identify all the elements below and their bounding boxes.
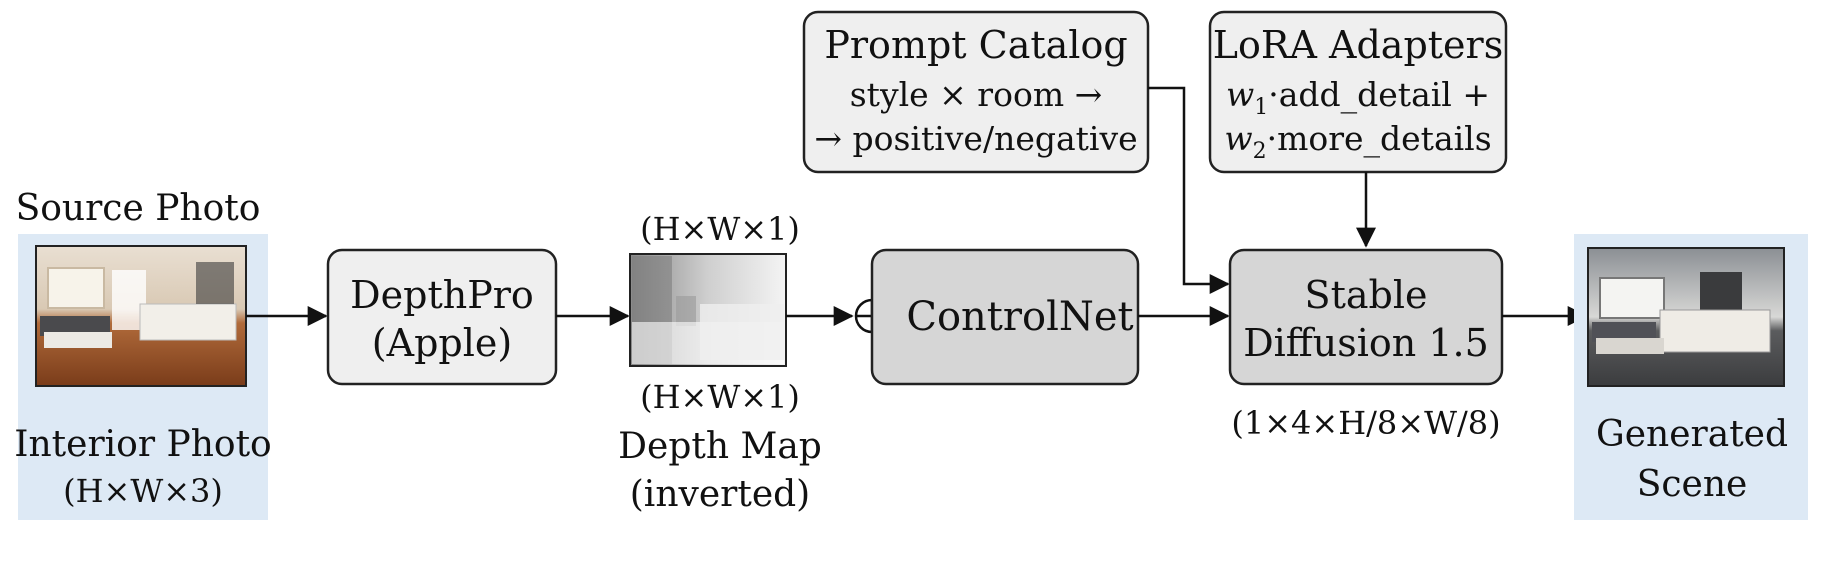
depthpro-line1: DepthPro — [350, 273, 534, 317]
source-title: Source Photo — [16, 188, 261, 229]
controlnet-box: ControlNet — [870, 248, 1140, 386]
depthpro-box: DepthPro (Apple) — [326, 248, 558, 386]
stable-diffusion-box: Stable Diffusion 1.5 (1×4×H/8×W/8) — [1228, 248, 1504, 442]
prompt-catalog-box: Prompt Catalog style × room → → positive… — [802, 10, 1150, 174]
lora-line2: w2·more_details — [1224, 119, 1491, 164]
lora-line1-rest: ·add_detail + — [1268, 75, 1490, 115]
generated-scene-image — [1587, 247, 1785, 387]
sd-shape: (1×4×H/8×W/8) — [1231, 404, 1500, 442]
prompt-catalog-line2: → positive/negative — [814, 119, 1137, 158]
sd-line2: Diffusion 1.5 — [1243, 321, 1489, 365]
depth-map-image — [629, 253, 787, 367]
source-caption-line2: (H×W×3) — [63, 472, 223, 510]
interior-photo-image — [35, 245, 247, 387]
output-caption-line1: Generated — [1596, 414, 1788, 455]
output-caption-line2: Scene — [1637, 464, 1748, 505]
prompt-catalog-line1: style × room → — [850, 75, 1103, 114]
source-panel: Source Photo Interior Photo (H×W×3) — [14, 188, 272, 520]
depth-shape-bottom: (H×W×1) — [640, 378, 800, 416]
lora-w2-sub: 2 — [1253, 139, 1267, 164]
output-panel: Generated Scene — [1574, 234, 1808, 520]
depth-map: (H×W×1) (H×W×1) Depth Map (inverted) — [618, 210, 822, 515]
source-caption-line1: Interior Photo — [14, 424, 271, 465]
controlnet-label: ControlNet — [906, 294, 1133, 340]
sd-line1: Stable — [1305, 273, 1428, 317]
lora-line2-rest: ·more_details — [1267, 119, 1492, 159]
arrow-prompt-to-sd — [1148, 86, 1230, 294]
lora-w1-sub: 1 — [1254, 95, 1268, 120]
depth-label-line1: Depth Map — [618, 426, 822, 467]
lora-title: LoRA Adapters — [1213, 23, 1503, 67]
depth-label-line2: (inverted) — [630, 474, 810, 515]
lora-box: LoRA Adapters w1·add_detail + w2·more_de… — [1208, 10, 1508, 174]
depth-shape-top: (H×W×1) — [640, 210, 800, 248]
lora-w2: w — [1224, 119, 1252, 158]
depthpro-line2: (Apple) — [372, 321, 512, 365]
lora-w1: w — [1226, 75, 1254, 114]
lora-line1: w1·add_detail + — [1226, 75, 1490, 120]
prompt-catalog-title: Prompt Catalog — [824, 23, 1127, 67]
